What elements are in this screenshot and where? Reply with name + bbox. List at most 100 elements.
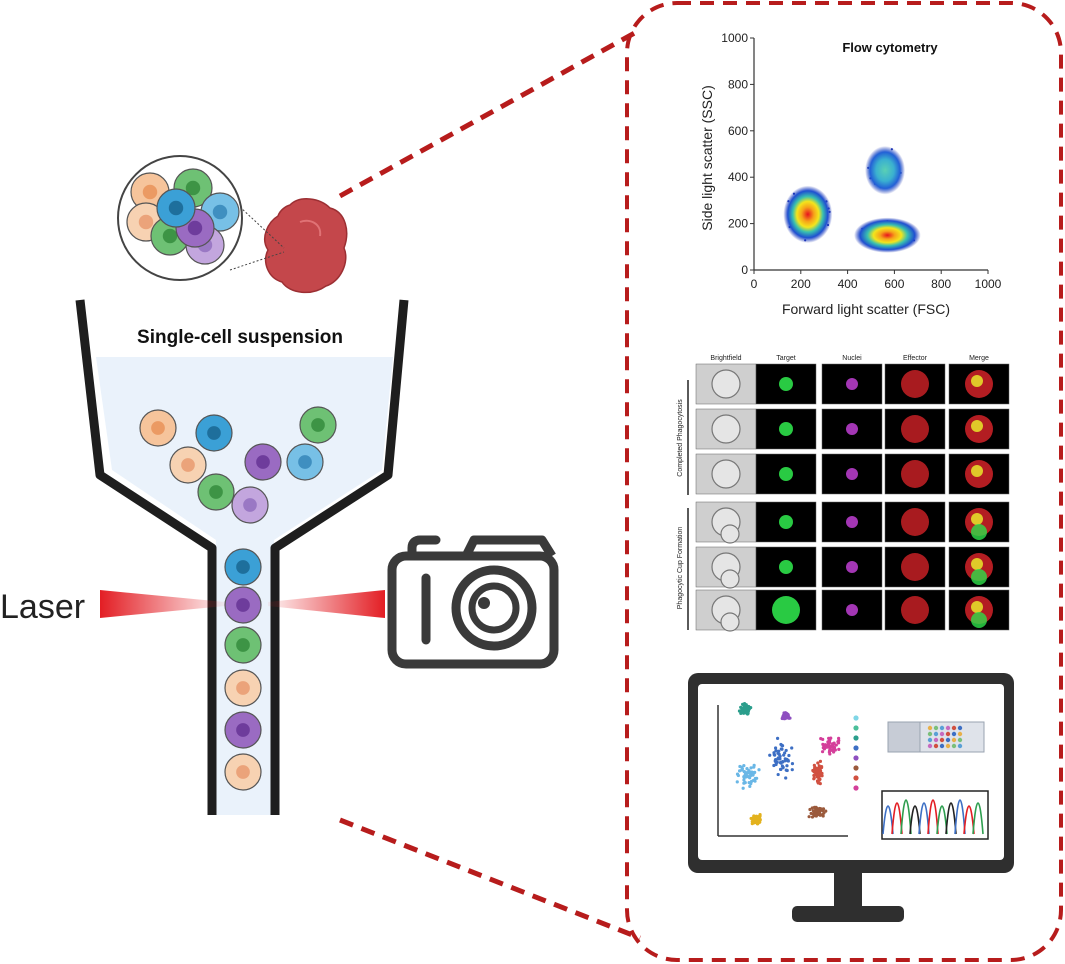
slide-well [951, 743, 957, 749]
connector-top [338, 27, 642, 199]
tsne-point [817, 778, 821, 782]
y-tick-label: 1000 [721, 31, 748, 45]
tsne-point [832, 748, 836, 752]
x-tick-label: 1000 [975, 277, 1002, 291]
magnified-cell-blue [156, 188, 196, 228]
tsne-point [774, 749, 778, 753]
slide-well [927, 737, 933, 743]
imaging-column-header: Effector [903, 355, 928, 362]
merge-signal [971, 420, 983, 432]
merge-signal [971, 465, 983, 477]
tsne-point [749, 766, 753, 770]
tsne-point [772, 763, 776, 768]
imaging-column-header: Target [776, 355, 796, 362]
tsne-point [743, 706, 747, 711]
cell-orange [139, 409, 177, 447]
tsne-point [784, 776, 788, 780]
cell-peach [224, 753, 262, 791]
fluorescence-signal [772, 596, 800, 624]
merge-signal [971, 612, 987, 628]
monitor-neck [834, 873, 862, 909]
cell-peach [169, 446, 207, 484]
fluorescence-signal [901, 415, 929, 443]
tsne-point [773, 753, 777, 757]
legend-dot [853, 725, 859, 731]
cell-green [197, 473, 235, 511]
tsne-point [826, 742, 830, 747]
merge-signal [971, 558, 983, 570]
camera-icon [387, 535, 559, 669]
tsne-point [780, 744, 785, 748]
brightfield-cell [720, 569, 740, 589]
x-tick-label: 200 [791, 277, 811, 291]
x-tick-label: 800 [931, 277, 951, 291]
tsne-point [753, 816, 757, 820]
tsne-point [826, 745, 831, 749]
fluorescence-signal [779, 377, 793, 391]
tsne-point [753, 770, 757, 774]
cell-lightpurple [231, 486, 269, 524]
fluorescence-signal [901, 508, 929, 536]
cell-blue [195, 414, 233, 452]
chromatogram-peaks [882, 799, 984, 835]
tsne-point [814, 805, 818, 809]
fluorescence-signal [846, 423, 858, 435]
magnifier-cells [126, 168, 240, 265]
tsne-point [813, 809, 817, 813]
tsne-point [744, 703, 748, 707]
zoom-line-bottom [229, 251, 285, 271]
monitor-icon [688, 673, 1014, 922]
tsne-point [821, 737, 825, 741]
tissue-sample [264, 198, 348, 294]
fluorescence-signal [846, 468, 858, 480]
tsne-point [829, 744, 833, 749]
tsne-point [783, 759, 788, 763]
tsne-point [824, 809, 828, 813]
monitor-stand [792, 906, 904, 922]
cell-lightblue [286, 443, 324, 481]
tsne-point [749, 779, 754, 783]
tsne-point [781, 765, 785, 769]
tsne-point [837, 747, 841, 751]
slide-well-dots [927, 725, 963, 749]
merge-signal [971, 601, 983, 613]
tsne-point [784, 748, 788, 753]
merge-signal [971, 375, 983, 387]
tsne-point [807, 815, 811, 819]
fluorescence-signal [846, 516, 858, 528]
tsne-point [740, 710, 744, 714]
tsne-point [812, 763, 816, 767]
tsne-point [785, 712, 789, 716]
tsne-point [837, 738, 841, 743]
slide-well [957, 743, 963, 749]
imaging-tile [821, 408, 883, 450]
tsne-point [774, 761, 779, 765]
tsne-point [827, 738, 832, 742]
laser-group: Laser [0, 588, 385, 626]
slide-well [927, 725, 933, 731]
flow-x-label: Forward light scatter (FSC) [782, 301, 950, 317]
fluorescence-signal [779, 467, 793, 481]
slide-well [951, 737, 957, 743]
tsne-point [750, 819, 754, 824]
legend-dot [853, 775, 859, 781]
tsne-point [821, 746, 825, 750]
tsne-point [785, 768, 789, 773]
y-tick-label: 200 [728, 217, 748, 231]
tissue-group [117, 155, 348, 294]
slide-well [939, 737, 945, 743]
fluorescence-signal [901, 460, 929, 488]
tsne-point [816, 812, 821, 817]
tsne-point [740, 765, 744, 769]
chromatogram-peak [972, 802, 984, 835]
legend-dot [853, 745, 859, 751]
slide-well [945, 737, 951, 743]
tsne-point [742, 778, 746, 782]
fluorescence-signal [779, 422, 793, 436]
connector-bottom [339, 817, 641, 941]
tsne-point [780, 747, 784, 751]
tsne-point [830, 742, 835, 746]
fluorescence-signal [846, 378, 858, 390]
flow-density-population [783, 185, 833, 243]
fluorescence-signal [779, 560, 793, 574]
